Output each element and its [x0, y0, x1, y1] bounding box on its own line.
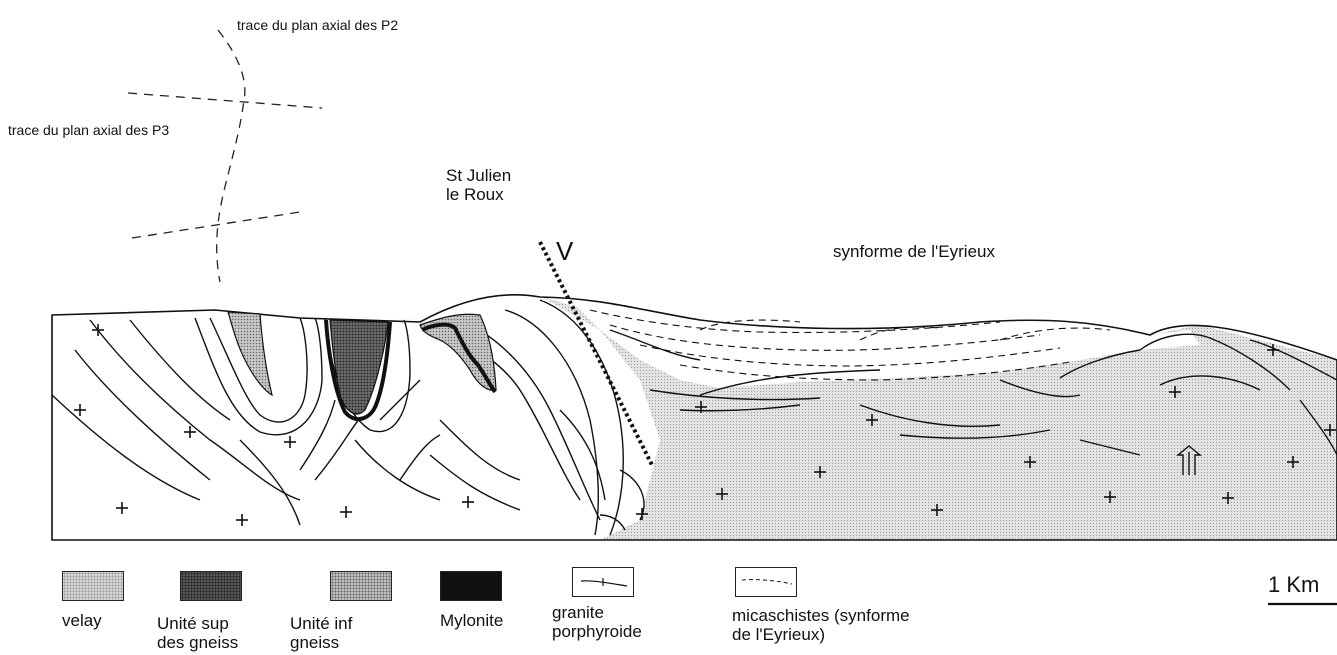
- legend-label-unite-sup-1: Unité sup: [157, 615, 229, 632]
- legend-label-unite-inf-2: gneiss: [290, 634, 339, 651]
- axial-trace-p3: [128, 93, 322, 238]
- town-label-line2: le Roux: [446, 185, 504, 205]
- legend-swatch-unite-sup: [180, 571, 242, 601]
- micaschist-symbol: [736, 568, 798, 598]
- legend-swatch-unite-inf: [330, 571, 392, 601]
- legend-label-granite-2: porphyroide: [552, 623, 642, 640]
- axial-p2-label: trace du plan axial des P2: [237, 17, 398, 33]
- legend-label-granite-1: granite: [552, 604, 604, 621]
- legend-label-velay: velay: [62, 612, 102, 629]
- axial-p3-label: trace du plan axial des P3: [8, 122, 169, 138]
- legend-label-mylonite: Mylonite: [440, 612, 503, 629]
- legend-label-micaschistes-2: de l'Eyrieux): [732, 626, 825, 643]
- fault-mark-label: V: [556, 237, 573, 267]
- legend-swatch-mylonite: [440, 571, 502, 601]
- legend-label-micaschistes-1: micaschistes (synforme: [732, 607, 910, 624]
- synform-label: synforme de l'Eyrieux: [833, 242, 995, 262]
- town-label-line1: St Julien: [446, 166, 511, 186]
- granite-symbol: [573, 568, 635, 598]
- legend-label-unite-sup-2: des gneiss: [157, 634, 238, 651]
- axial-trace-p2: [217, 30, 245, 282]
- legend-swatch-granite: [572, 567, 634, 597]
- legend-swatch-velay: [62, 571, 124, 601]
- legend-label-unite-inf-1: Unité inf: [290, 615, 352, 632]
- scale-label: 1 Km: [1268, 572, 1319, 597]
- legend-swatch-micaschistes: [735, 567, 797, 597]
